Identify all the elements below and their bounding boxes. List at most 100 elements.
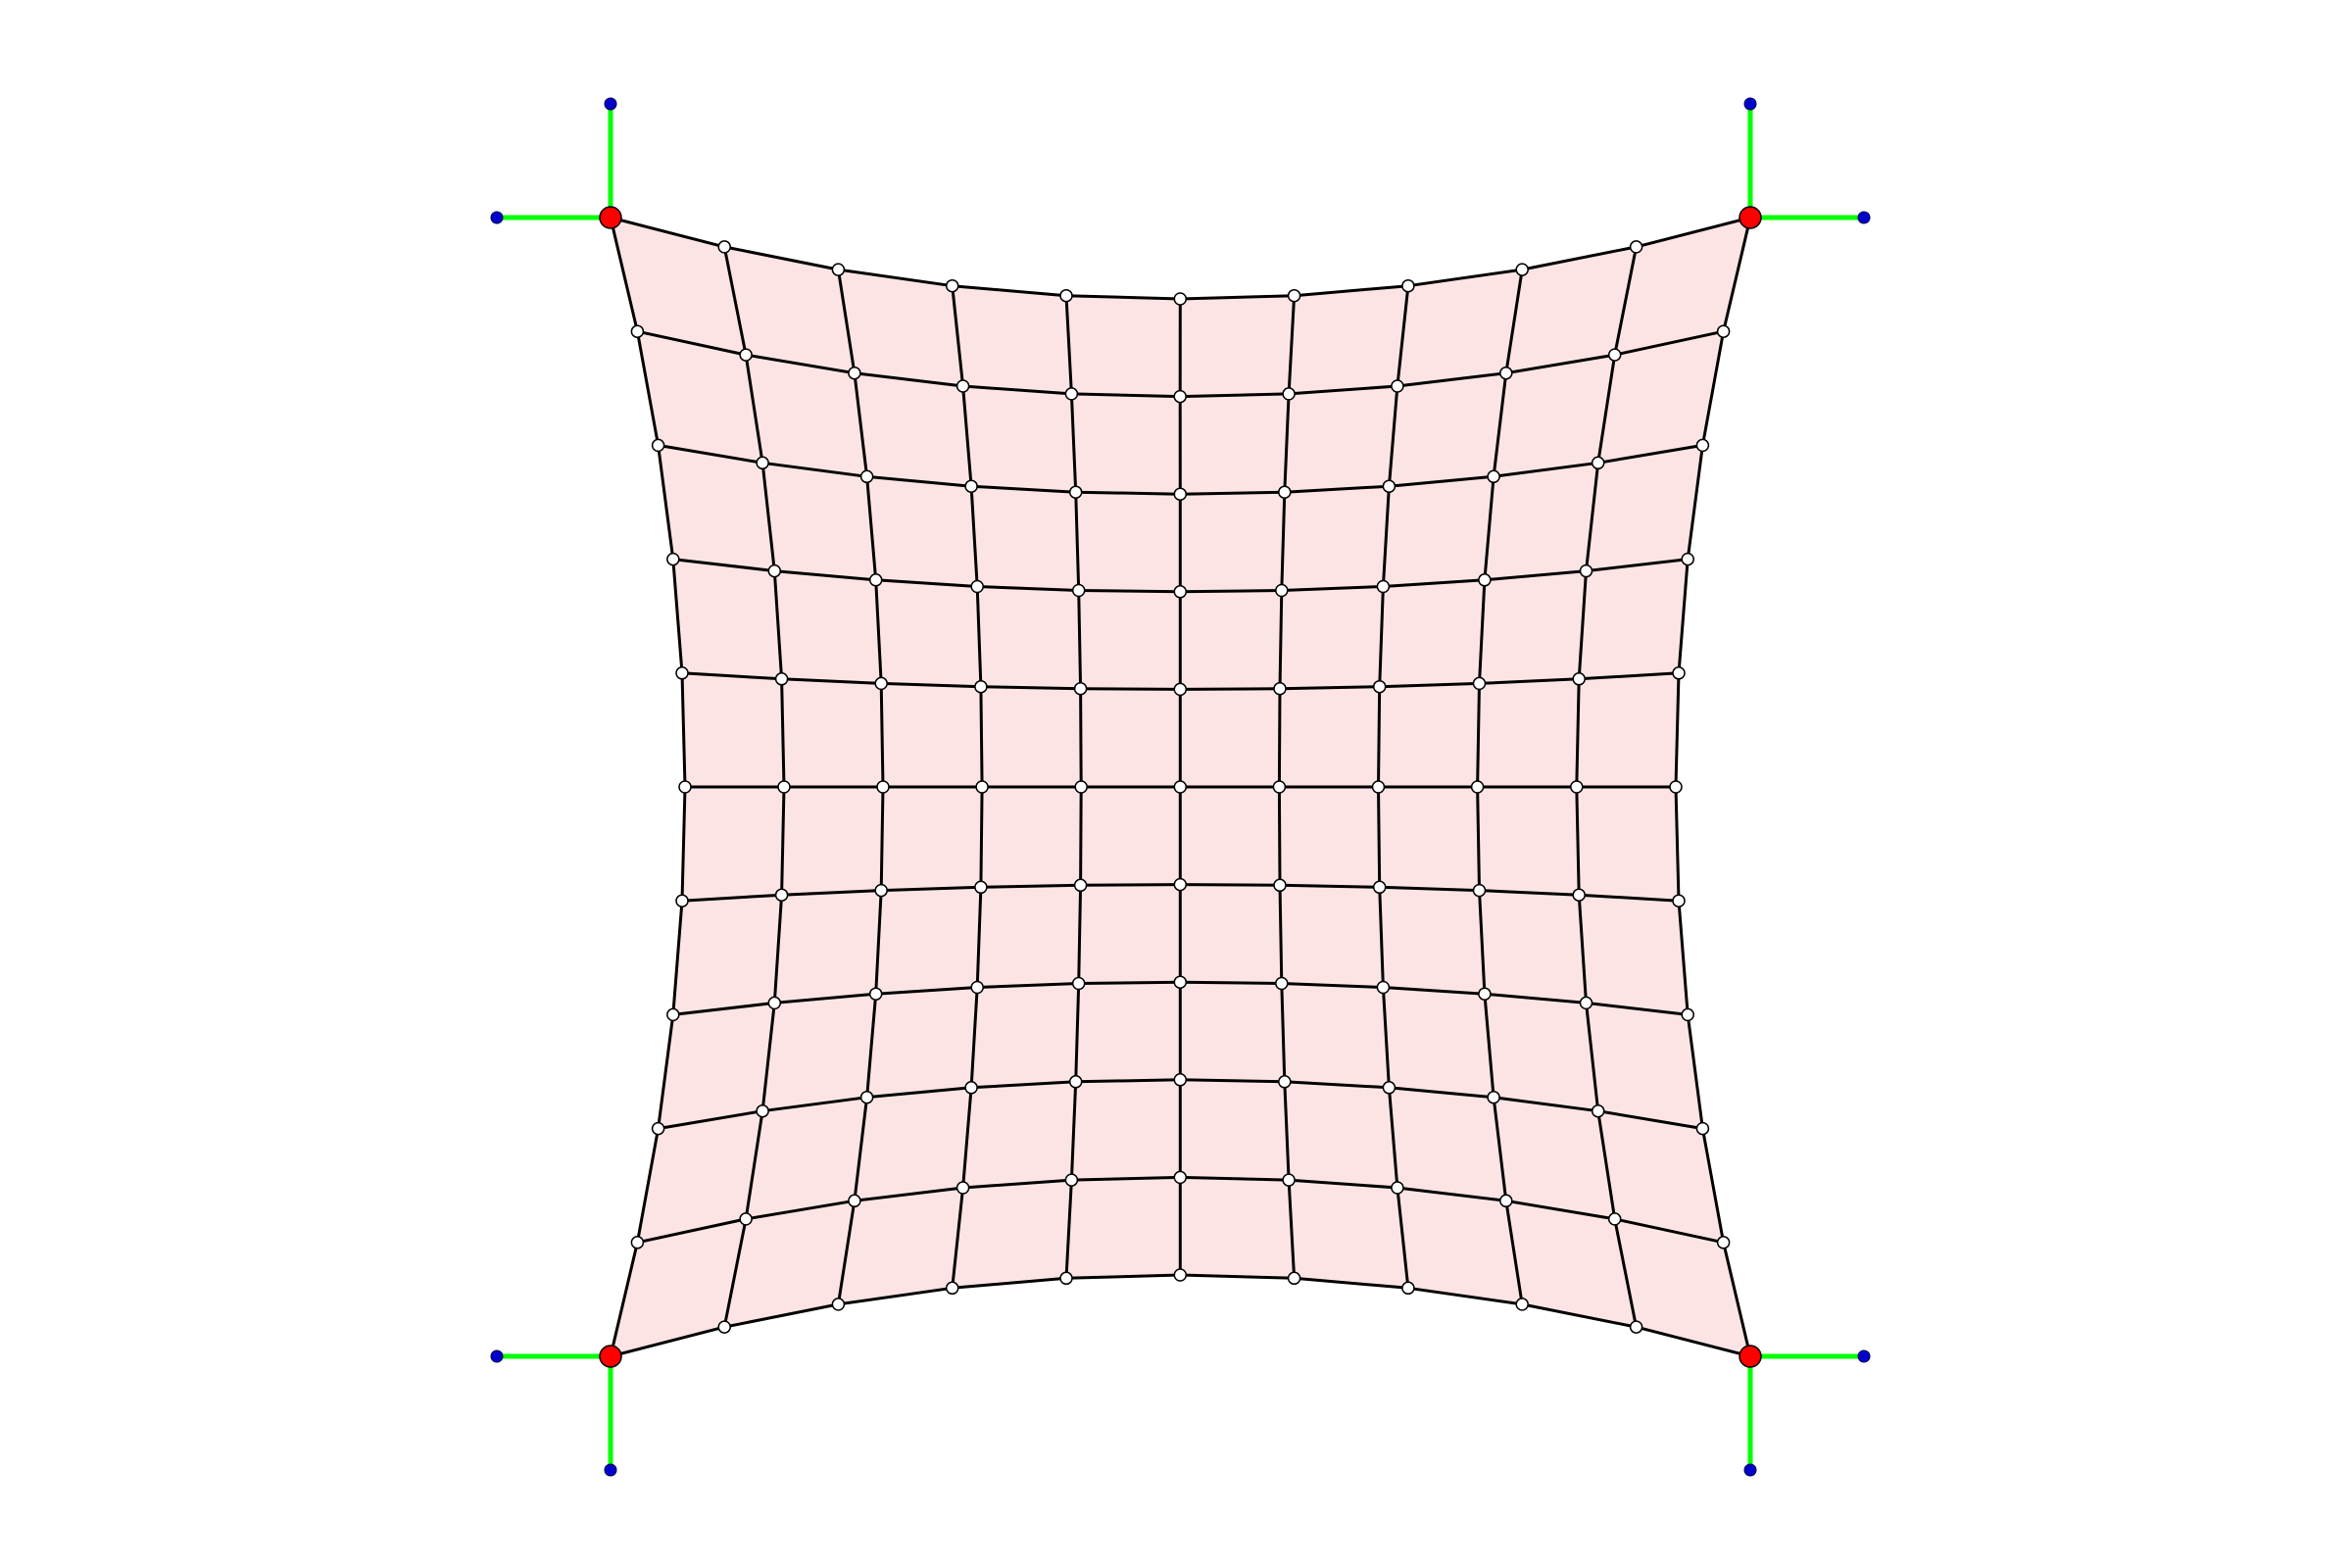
grid-node bbox=[1173, 487, 1188, 501]
corner-point-bottom-left[interactable] bbox=[599, 1345, 622, 1368]
corner-point-top-right[interactable] bbox=[1739, 206, 1762, 229]
grid-node bbox=[874, 676, 888, 691]
grid-node bbox=[756, 1103, 769, 1118]
grid-node bbox=[1382, 479, 1396, 493]
grid-nodes bbox=[630, 240, 1731, 1334]
grid-node bbox=[1371, 780, 1386, 794]
tangent-handle-bottom-right[interactable] bbox=[1743, 1463, 1757, 1477]
grid-node bbox=[774, 672, 789, 686]
grid-node bbox=[1401, 278, 1415, 293]
grid-node bbox=[1273, 878, 1287, 893]
grid-node bbox=[1282, 1173, 1296, 1187]
grid-node bbox=[1278, 1075, 1292, 1089]
grid-node bbox=[964, 479, 978, 493]
grid-node bbox=[1071, 976, 1086, 991]
grid-node bbox=[1579, 996, 1593, 1010]
grid-node bbox=[1681, 1007, 1694, 1022]
grid-node bbox=[1173, 389, 1187, 404]
tangent-handle-bottom-right[interactable] bbox=[1857, 1349, 1871, 1363]
grid-node bbox=[1478, 573, 1492, 587]
grid-node bbox=[874, 883, 888, 898]
grid-node bbox=[868, 573, 883, 587]
grid-node bbox=[1282, 387, 1296, 401]
grid-node bbox=[970, 579, 984, 594]
grid-node bbox=[777, 780, 791, 794]
grid-node bbox=[964, 1081, 978, 1095]
grid-node bbox=[1487, 469, 1500, 484]
grid-node bbox=[1478, 987, 1492, 1001]
grid-node bbox=[666, 1007, 680, 1022]
grid-node bbox=[1287, 288, 1301, 303]
grid-node bbox=[1074, 780, 1088, 794]
grid-node bbox=[1068, 1075, 1083, 1089]
grid-node bbox=[956, 1181, 970, 1195]
grid-node bbox=[859, 469, 874, 484]
grid-node bbox=[767, 564, 782, 578]
grid-node bbox=[1073, 681, 1088, 696]
grid-node bbox=[1391, 1181, 1404, 1195]
tangent-lines bbox=[490, 97, 1871, 1477]
grid-node bbox=[1515, 1298, 1529, 1311]
grid-node bbox=[1591, 1103, 1605, 1118]
grid-node bbox=[1695, 1121, 1710, 1136]
grid-node bbox=[975, 780, 989, 794]
grid-node bbox=[651, 438, 665, 453]
grid-node bbox=[630, 324, 645, 338]
grid-node bbox=[1572, 888, 1586, 902]
grid-node bbox=[739, 348, 753, 362]
grid-node bbox=[1591, 456, 1605, 470]
corner-point-top-left[interactable] bbox=[599, 206, 622, 229]
grid-node bbox=[1472, 883, 1487, 898]
grid-node bbox=[1278, 485, 1292, 499]
corner-points bbox=[599, 206, 1762, 1368]
grid-node bbox=[774, 888, 789, 902]
grid-node bbox=[1059, 288, 1073, 303]
grid-node bbox=[1472, 676, 1487, 691]
grid-node bbox=[1470, 780, 1485, 794]
grid-node bbox=[1173, 975, 1188, 989]
tangent-handle-top-left[interactable] bbox=[604, 97, 617, 111]
grid-node bbox=[756, 456, 769, 470]
grid-node bbox=[739, 1212, 753, 1226]
grid-node bbox=[1695, 438, 1710, 453]
grid-node bbox=[1173, 682, 1188, 697]
grid-node bbox=[1579, 564, 1593, 578]
tangent-handle-top-left[interactable] bbox=[490, 211, 504, 224]
grid-node bbox=[1607, 1212, 1622, 1226]
grid-node bbox=[1716, 1236, 1731, 1250]
grid-node bbox=[1672, 666, 1686, 680]
grid-node bbox=[956, 379, 970, 393]
tangent-handle-top-right[interactable] bbox=[1857, 211, 1871, 224]
grid-node bbox=[1572, 672, 1586, 686]
grid-node bbox=[675, 666, 689, 680]
grid-node bbox=[970, 980, 984, 995]
grid-node bbox=[1273, 681, 1287, 696]
grid-node bbox=[1275, 583, 1289, 598]
grid-node bbox=[1499, 366, 1513, 380]
grid-node bbox=[1487, 1090, 1500, 1104]
grid-node bbox=[1401, 1281, 1415, 1296]
tangent-handle-bottom-left[interactable] bbox=[604, 1463, 617, 1477]
grid-node bbox=[1064, 1173, 1079, 1187]
grid-node bbox=[717, 240, 731, 254]
grid-node bbox=[666, 552, 680, 566]
grid-node bbox=[1173, 292, 1188, 306]
grid-node bbox=[859, 1090, 874, 1104]
grid-node bbox=[974, 679, 988, 694]
grid-node bbox=[717, 1320, 731, 1334]
grid-node bbox=[1173, 877, 1188, 892]
grid-node bbox=[1515, 263, 1529, 276]
grid-node bbox=[1382, 1081, 1396, 1095]
grid-node bbox=[678, 780, 692, 794]
grid-node bbox=[1570, 780, 1584, 794]
grid-node bbox=[1669, 780, 1683, 794]
grid-node bbox=[651, 1121, 665, 1136]
grid-node bbox=[1607, 348, 1622, 362]
corner-point-bottom-right[interactable] bbox=[1739, 1345, 1762, 1368]
grid-node bbox=[831, 1298, 846, 1311]
tangent-handle-bottom-left[interactable] bbox=[490, 1349, 504, 1363]
tangent-handle-top-right[interactable] bbox=[1743, 97, 1757, 111]
grid-node bbox=[876, 780, 890, 794]
grid-node bbox=[1071, 583, 1086, 598]
grid-node bbox=[1287, 1271, 1301, 1286]
